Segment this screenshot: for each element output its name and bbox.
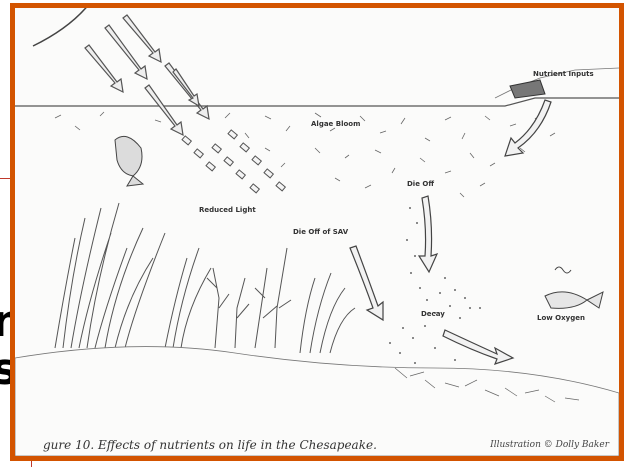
sav-die-off-arrow	[350, 246, 383, 320]
sun-arc	[33, 8, 90, 46]
water-surface	[15, 98, 619, 106]
sav-grasses	[55, 203, 355, 353]
sunlight-arrow	[85, 45, 123, 92]
figure-caption: gure 10. Effects of nutrients on life in…	[43, 438, 377, 452]
die-off-arrows	[350, 100, 551, 364]
label-reduced-light: Reduced Light	[199, 206, 256, 214]
reduced-light-arrows	[182, 130, 285, 193]
label-low-oxygen: Low Oxygen	[537, 314, 585, 322]
figure-frame: Nutrient Inputs Algae Bloom Die Off Redu…	[10, 3, 624, 461]
figure-credit: Illustration © Dolly Baker	[490, 440, 609, 450]
die-off-arrow	[419, 196, 437, 272]
label-die-off-sav: Die Off of SAV	[293, 228, 348, 236]
label-die-off: Die Off	[407, 180, 434, 188]
sunlight-arrows	[85, 15, 209, 135]
nutrient-arrow	[505, 100, 551, 156]
sunlight-arrow	[173, 69, 199, 106]
label-nutrient-inputs: Nutrient Inputs	[533, 70, 594, 78]
fish-healthy	[115, 136, 143, 186]
label-decay: Decay	[421, 310, 445, 318]
decay-arrow	[443, 330, 513, 364]
farm-runoff-boat	[510, 80, 545, 98]
sunlight-arrow	[145, 85, 183, 135]
fish-low-oxygen	[545, 267, 603, 308]
label-algae-bloom: Algae Bloom	[311, 120, 360, 128]
